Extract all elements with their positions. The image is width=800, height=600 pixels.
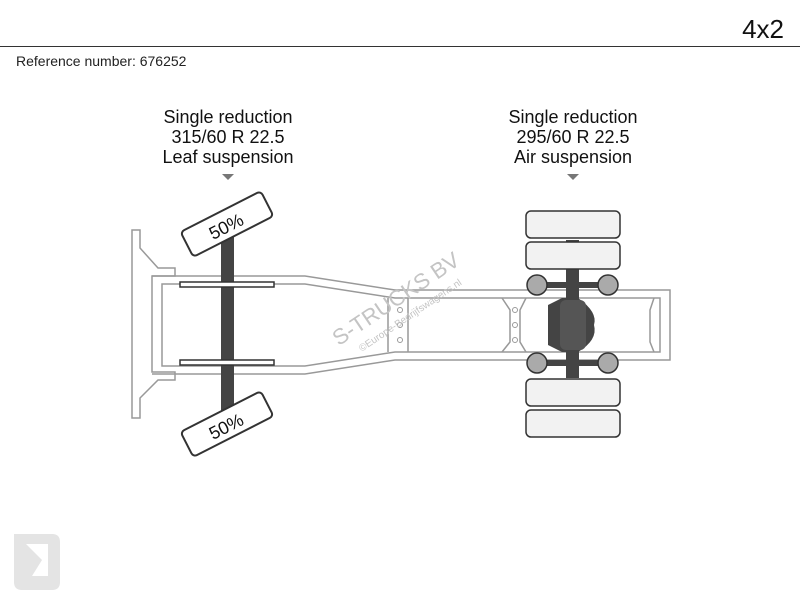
- front-axle-suspension: Leaf suspension: [162, 147, 294, 167]
- rear-tyre-inner-left: [525, 241, 621, 270]
- frame-bolt: [512, 322, 518, 328]
- frame-bolt: [512, 307, 518, 313]
- rear-axle-suspension: Air suspension: [513, 147, 633, 167]
- frame-bolt: [512, 337, 518, 343]
- crossmember-1: [387, 298, 409, 352]
- crossmember-2: [501, 297, 527, 353]
- front-leaf-spring-top: [179, 281, 275, 288]
- rear-axle-pointer-icon: [567, 174, 579, 180]
- rear-air-bag: [526, 352, 548, 374]
- frame-bolt: [397, 337, 403, 343]
- chassis-frame: [152, 275, 671, 375]
- front-bumper: [131, 229, 176, 419]
- rear-differential-housing: [560, 300, 586, 350]
- front-axle-beam: [221, 232, 234, 416]
- rear-tyre-outer-right: [525, 409, 621, 438]
- header-divider: [0, 46, 800, 47]
- front-tyre-left: [180, 191, 274, 257]
- rear-axle-reduction: Single reduction: [508, 107, 638, 127]
- crossmember-3: [649, 297, 655, 353]
- rear-air-bag: [526, 274, 548, 296]
- axle-configuration: 4x2: [742, 14, 784, 44]
- frame-bolt: [397, 307, 403, 313]
- front-axle-label: Single reduction 315/60 R 22.5 Leaf susp…: [118, 107, 338, 167]
- front-tyre-right: [180, 391, 274, 457]
- rear-axle-tyre: 295/60 R 22.5: [516, 127, 630, 147]
- rear-axle-label: Single reduction 295/60 R 22.5 Air suspe…: [463, 107, 683, 167]
- rear-air-bag: [597, 274, 619, 296]
- rear-tyre-inner-right: [525, 378, 621, 407]
- rear-air-bag: [597, 352, 619, 374]
- front-axle-tyre: 315/60 R 22.5: [171, 127, 285, 147]
- front-leaf-spring-bottom: [179, 359, 275, 366]
- reference-number: Reference number: 676252: [16, 53, 187, 69]
- frame-bolt: [397, 322, 403, 328]
- rear-tyre-outer-left: [525, 210, 621, 239]
- front-axle-pointer-icon: [222, 174, 234, 180]
- chassis-frame-inner: [161, 283, 661, 367]
- logo-mark-icon: [14, 534, 60, 590]
- rear-air-bag-bar-top: [534, 282, 610, 288]
- front-axle-reduction: Single reduction: [163, 107, 293, 127]
- rear-air-bag-bar-bottom: [534, 360, 610, 366]
